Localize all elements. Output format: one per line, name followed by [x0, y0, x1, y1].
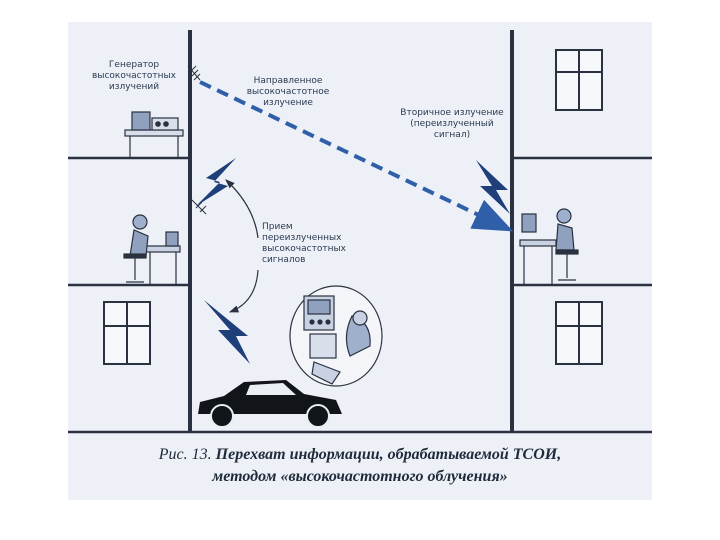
- caption-line-2: методом «высокочастотного облучения»: [212, 468, 508, 485]
- left-workstation: [123, 214, 181, 285]
- window-left-bottom: [103, 301, 151, 365]
- interception-operator: [289, 285, 383, 387]
- lightning-right-middle: [476, 160, 510, 214]
- reception-arrow-lower: [228, 269, 259, 313]
- label-reception: Прием переизлученных высокочастотных сиг…: [262, 222, 346, 265]
- lightning-car: [204, 300, 250, 364]
- figure-caption: Рис. 13. Перехват информации, обрабатыва…: [68, 444, 652, 488]
- transmit-antenna: [187, 65, 201, 81]
- left-building: [68, 30, 192, 432]
- window-right-bottom: [555, 301, 603, 365]
- window-right-top: [555, 49, 603, 111]
- receive-antenna-left: [191, 199, 207, 215]
- caption-number: Рис. 13.: [158, 446, 212, 463]
- caption-line-1: Перехват информации, обрабатываемой ТСОИ…: [215, 446, 562, 463]
- figure-panel: [68, 22, 652, 500]
- lightning-left-middle: [196, 158, 236, 206]
- car: [198, 380, 342, 428]
- right-workstation: [519, 208, 579, 285]
- generator-equipment: [124, 111, 184, 158]
- label-generator: Генератор высокочастотных излучений: [92, 60, 176, 92]
- label-directed-radiation: Направленное высокочастотное излучение: [246, 76, 330, 108]
- label-secondary-radiation: Вторичное излучение (переизлученный сигн…: [400, 108, 504, 140]
- reception-arrow-upper: [225, 179, 259, 239]
